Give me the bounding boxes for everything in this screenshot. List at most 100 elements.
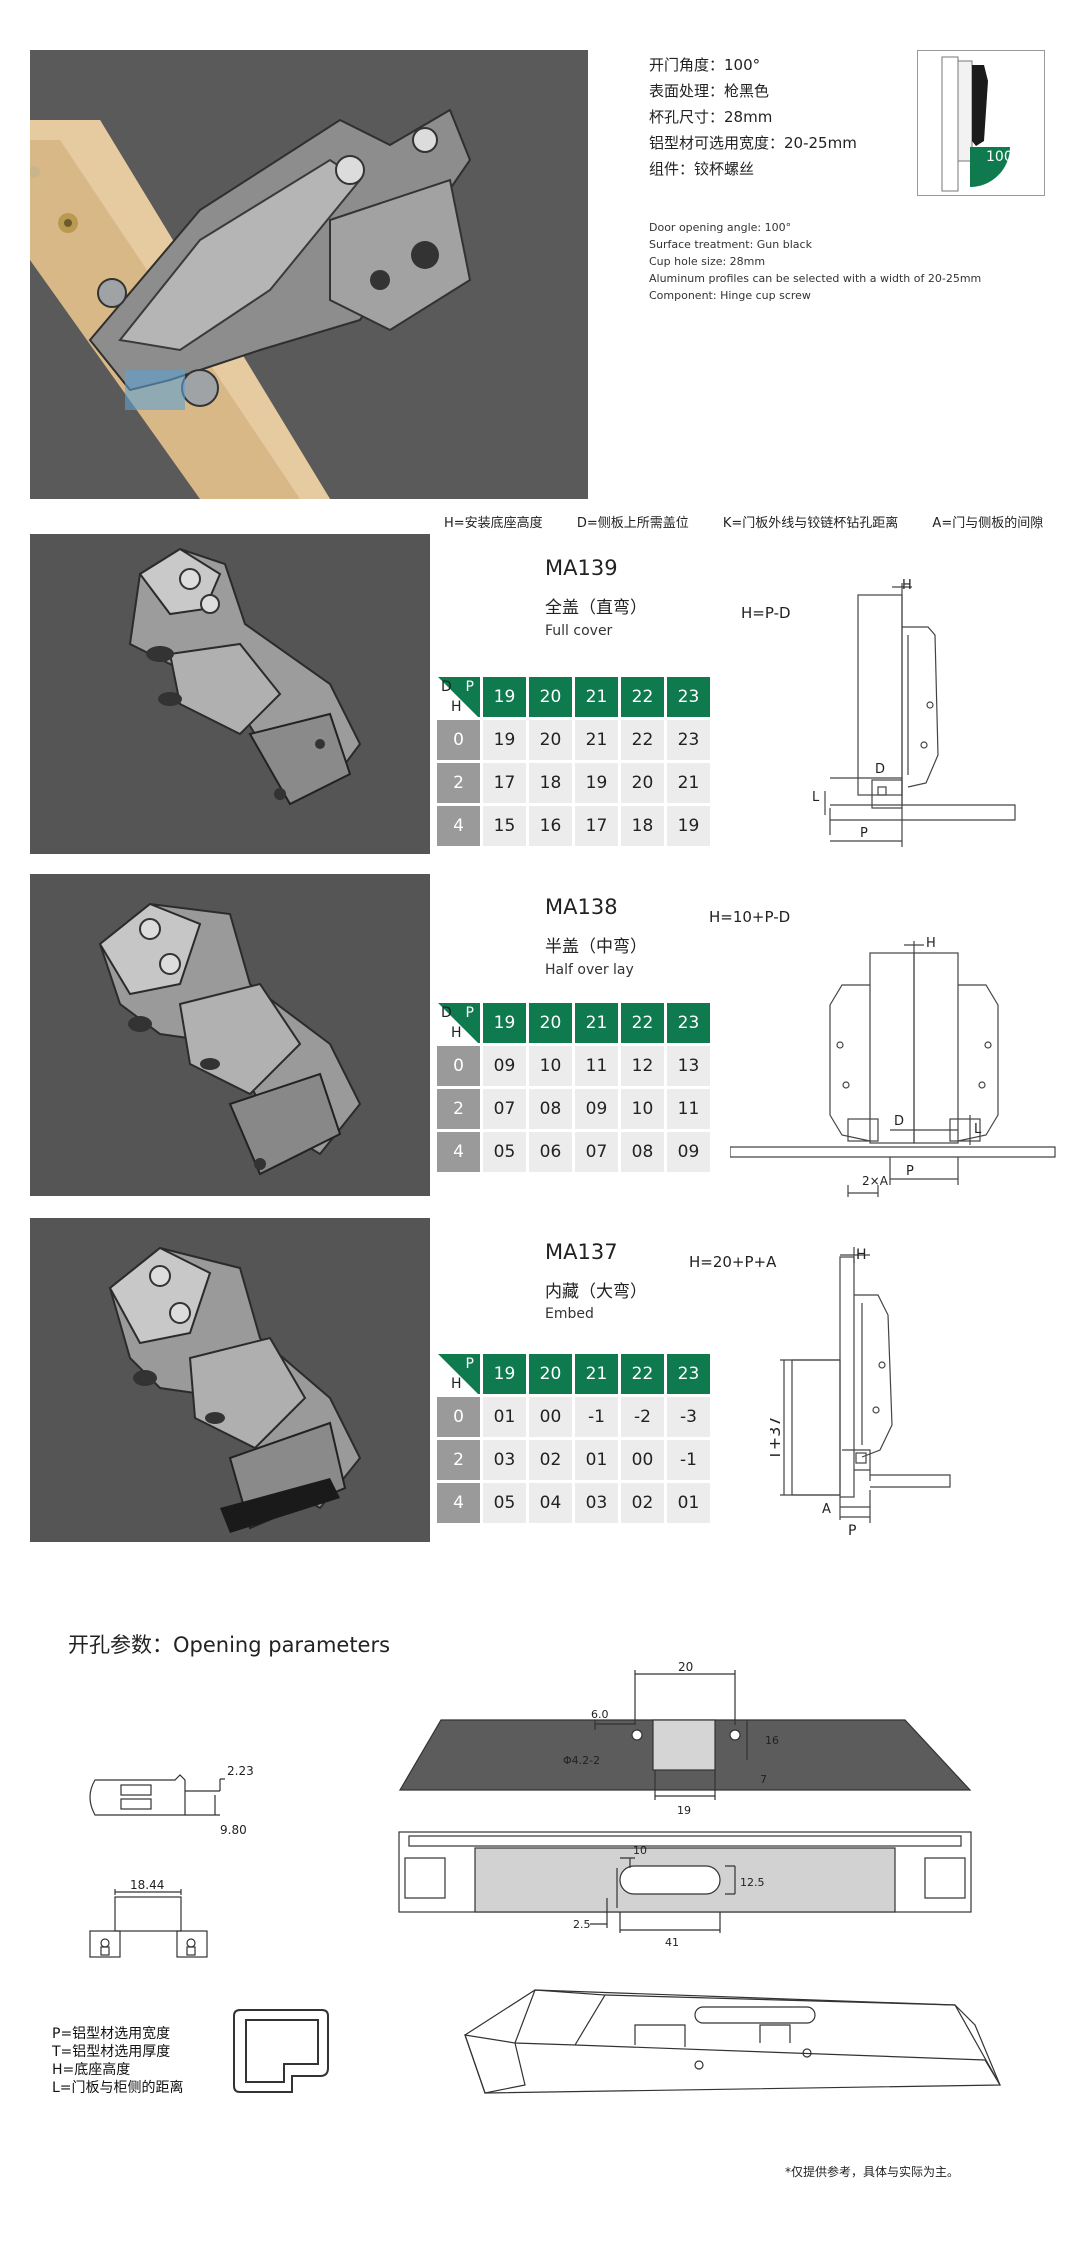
hinge-illustration — [30, 108, 472, 499]
opening-angle-diagram: 100° — [917, 50, 1045, 196]
table-cell: 09 — [575, 1089, 618, 1129]
dim-2-5: 2.5 — [573, 1918, 591, 1931]
table-cell: 00 — [621, 1440, 664, 1480]
dim-7: 7 — [760, 1773, 767, 1786]
row-header: 2 — [437, 763, 480, 803]
table-cell: 06 — [529, 1132, 572, 1172]
profile-isometric — [455, 1985, 1015, 2100]
disclaimer: *仅提供参考，具体与实际为主。 — [785, 2165, 960, 2179]
table-cell: -3 — [667, 1397, 710, 1437]
col-header: 22 — [621, 1354, 664, 1394]
product-photo-ma138 — [30, 874, 430, 1196]
label-t: T+37 — [770, 1416, 784, 1461]
table-cell: 17 — [575, 806, 618, 846]
table-cell: 08 — [529, 1089, 572, 1129]
table-cell: 11 — [667, 1089, 710, 1129]
table-cell: 05 — [483, 1483, 526, 1523]
table-corner: D P H — [437, 1003, 480, 1043]
col-header: 20 — [529, 677, 572, 717]
table-row: 2 17 18 19 20 21 — [437, 763, 710, 803]
legend-item: D=侧板上所需盖位 — [576, 516, 689, 531]
formula: H=P-D — [741, 604, 791, 622]
profile-cut-top: 20 6.0 Φ4.2-2 16 7 19 — [395, 1660, 975, 1820]
col-header: 19 — [483, 677, 526, 717]
technical-diagram-ma138: H D L P 2×A — [729, 935, 1060, 1200]
profile-cut-middle: 10 12.5 2.5 41 — [395, 1828, 975, 1953]
dimension-table-ma138: D P H 19 20 21 22 23 0 09 10 11 12 13 2 … — [434, 1000, 713, 1175]
table-cell: 19 — [575, 763, 618, 803]
label-d: D — [894, 1114, 904, 1129]
table-cell: 12 — [621, 1046, 664, 1086]
dim-6-0: 6.0 — [591, 1708, 609, 1721]
col-header: 23 — [667, 1003, 710, 1043]
spec-line: Aluminum profiles can be selected with a… — [649, 272, 982, 285]
table-cell: 22 — [621, 720, 664, 760]
table-cell: 02 — [529, 1440, 572, 1480]
table-cell: 21 — [575, 720, 618, 760]
table-cell: 20 — [621, 763, 664, 803]
type-english: Half over lay — [545, 962, 634, 978]
table-row: 2 03 02 01 00 -1 — [437, 1440, 710, 1480]
table-cell: 10 — [529, 1046, 572, 1086]
note-line: L=门板与柜侧的距离 — [52, 2080, 184, 2096]
table-cell: 05 — [483, 1132, 526, 1172]
col-header: 22 — [621, 1003, 664, 1043]
dim-41: 41 — [665, 1936, 679, 1949]
col-header: 19 — [483, 1354, 526, 1394]
spec-line: Component: Hinge cup screw — [649, 289, 811, 302]
type-english: Full cover — [545, 623, 613, 639]
dim-16: 16 — [765, 1734, 779, 1747]
table-row: 0 09 10 11 12 13 — [437, 1046, 710, 1086]
table-cell: 18 — [529, 763, 572, 803]
table-cell: -1 — [575, 1397, 618, 1437]
specs-english: Door opening angle: 100° Surface treatme… — [649, 219, 981, 304]
product-photo-ma137 — [30, 1218, 430, 1542]
table-cell: 18 — [621, 806, 664, 846]
spec-line: Cup hole size: 28mm — [649, 255, 766, 268]
dim-2-23: 2.23 — [227, 1764, 254, 1778]
table-header-row: D P H 19 20 21 22 23 — [437, 1003, 710, 1043]
type-english: Embed — [545, 1306, 594, 1322]
table-row: 0 01 00 -1 -2 -3 — [437, 1397, 710, 1437]
table-cell: 07 — [483, 1089, 526, 1129]
profile-section-icon — [228, 1998, 338, 2098]
table-row: 0 19 20 21 22 23 — [437, 720, 710, 760]
formula: H=20+P+A — [689, 1253, 777, 1271]
spec-line: Door opening angle: 100° — [649, 221, 792, 234]
dimension-table-ma139: D P H 19 20 21 22 23 0 19 20 21 22 23 2 … — [434, 674, 713, 849]
type-chinese: 全盖（直弯） — [545, 598, 647, 618]
col-header: 21 — [575, 1003, 618, 1043]
label-d: D — [875, 762, 885, 777]
table-cell: 19 — [483, 720, 526, 760]
table-cell: 19 — [667, 806, 710, 846]
spec-line: 组件：铰杯螺丝 — [649, 160, 755, 178]
model-name: MA138 — [545, 895, 618, 919]
table-corner: P H — [437, 1354, 480, 1394]
label-p: P — [860, 826, 868, 841]
table-cell: 10 — [621, 1089, 664, 1129]
dimension-table-ma137: P H 19 20 21 22 23 0 01 00 -1 -2 -3 2 03… — [434, 1351, 713, 1526]
note-line: T=铝型材选用厚度 — [52, 2044, 171, 2060]
legend-item: A=门与侧板的间隙 — [932, 516, 1044, 531]
dimension-legend: H=安装底座高度 D=侧板上所需盖位 K=门板外线与铰链杯钻孔距离 A=门与侧板… — [444, 512, 1043, 531]
label-a: 2×A — [862, 1174, 889, 1188]
col-header: 20 — [529, 1003, 572, 1043]
dim-12-5: 12.5 — [740, 1876, 765, 1889]
row-header: 0 — [437, 720, 480, 760]
table-cell: 21 — [667, 763, 710, 803]
col-header: 23 — [667, 677, 710, 717]
label-a: A — [822, 1502, 831, 1517]
table-cell: 09 — [667, 1132, 710, 1172]
label-p: P — [848, 1523, 856, 1539]
dim-18-44: 18.44 — [130, 1878, 164, 1892]
legend-item: H=安装底座高度 — [444, 516, 543, 531]
col-header: 21 — [575, 677, 618, 717]
table-row: 4 15 16 17 18 19 — [437, 806, 710, 846]
label-l: L — [974, 1122, 982, 1137]
hinge-side-view: 2.23 9.80 — [85, 1755, 285, 1845]
row-header: 0 — [437, 1046, 480, 1086]
model-name: MA137 — [545, 1240, 618, 1264]
hinge-bottom-view: 18.44 — [85, 1875, 215, 1965]
spec-line: Surface treatment: Gun black — [649, 238, 812, 251]
col-header: 22 — [621, 677, 664, 717]
